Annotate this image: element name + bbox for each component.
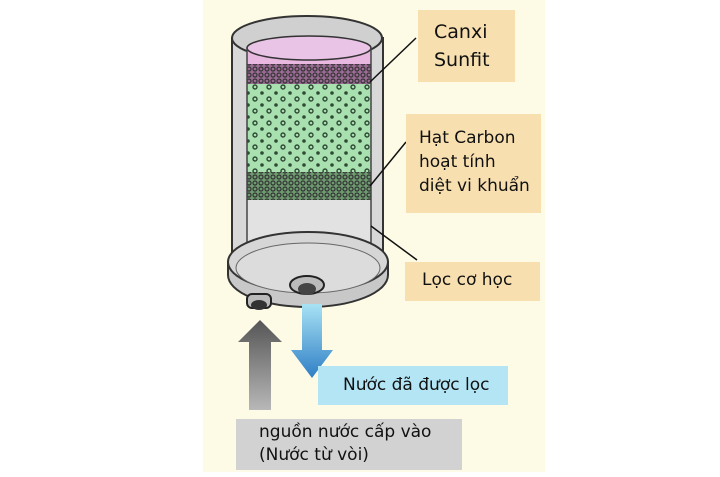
calcium-sulfite-layer — [246, 35, 372, 84]
label-line: Sunfit — [434, 49, 490, 71]
label-text: Lọc cơ học — [422, 270, 513, 290]
leader-line-canxi — [369, 37, 417, 83]
label-activated-carbon: Hạt Carbon hoạt tính diệt vi khuẩn — [406, 114, 541, 213]
outlet-arrow-icon — [291, 304, 333, 378]
label-line: Canxi — [434, 21, 488, 43]
label-text: Nước đã được lọc — [343, 375, 490, 395]
inlet-nozzle — [246, 293, 272, 310]
outlet-nozzle — [289, 275, 325, 295]
inlet-arrow-icon — [238, 320, 282, 410]
label-filtered-water: Nước đã được lọc — [318, 366, 508, 405]
label-line: nguồn nước cấp vào — [259, 422, 432, 442]
label-line: diệt vi khuẩn — [419, 176, 530, 196]
leader-line-mechanical — [370, 225, 418, 261]
label-line: hoạt tính — [419, 152, 496, 172]
label-calcium-sulfite: Canxi Sunfit — [418, 10, 515, 82]
label-line: (Nước từ vòi) — [259, 445, 369, 465]
label-mechanical-filter: Lọc cơ học — [405, 262, 540, 301]
leader-line-carbon — [369, 141, 407, 187]
label-source-water: nguồn nước cấp vào (Nước từ vòi) — [236, 419, 462, 470]
activated-carbon-layer — [247, 84, 371, 200]
label-line: Hạt Carbon — [419, 128, 516, 148]
